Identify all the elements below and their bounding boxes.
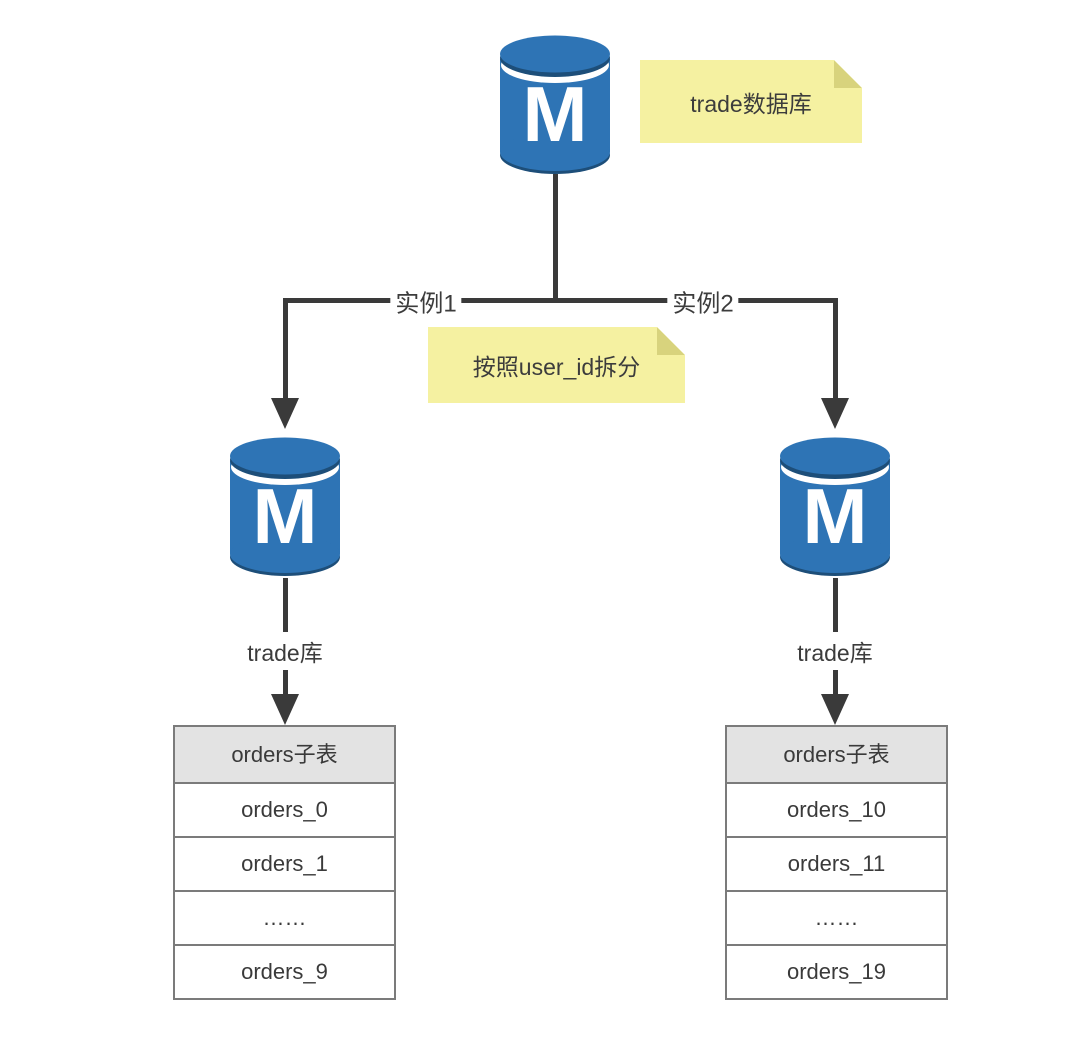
table-row: orders_1: [175, 838, 394, 892]
mysql-database-icon-root: M: [497, 28, 613, 176]
right-db-connector-line-upper: [833, 578, 838, 632]
instance-2-label: 实例2: [667, 283, 739, 319]
arrow-down-icon: [821, 694, 849, 725]
arrow-down-icon: [271, 694, 299, 725]
note-root-db: trade数据库: [640, 60, 862, 143]
right-db-name-label: trade库: [791, 632, 879, 670]
table-header: orders子表: [175, 727, 394, 784]
db-cylinder-icon: M: [500, 35, 610, 174]
table-row: orders_11: [727, 838, 946, 892]
table-row: orders_19: [727, 946, 946, 998]
table-row: ……: [727, 892, 946, 946]
db-cylinder-icon: M: [780, 437, 890, 576]
shard-table-instance1: orders子表 orders_0 orders_1 …… orders_9: [173, 725, 396, 1000]
note-fold-corner-icon: [657, 327, 685, 355]
left-db-connector-line-upper: [283, 578, 288, 632]
note-root-db-text: trade数据库: [690, 90, 812, 117]
table-header: orders子表: [727, 727, 946, 784]
left-db-name-label: trade库: [241, 632, 329, 670]
table-row: orders_0: [175, 784, 394, 838]
note-fold-corner-icon: [834, 60, 862, 88]
mysql-database-icon-instance2: M: [777, 430, 893, 578]
db-letter-m: M: [523, 70, 588, 158]
table-row: orders_9: [175, 946, 394, 998]
branch-horizontal-line: [283, 298, 838, 303]
db-letter-m: M: [253, 472, 318, 560]
note-split-rule: 按照user_id拆分: [428, 327, 685, 403]
left-db-connector-line-lower: [283, 668, 288, 694]
branch-right-vertical-line: [833, 298, 838, 398]
db-letter-m: M: [803, 472, 868, 560]
branch-left-vertical-line: [283, 298, 288, 398]
instance-1-label: 实例1: [390, 283, 462, 319]
note-split-rule-text: 按照user_id拆分: [472, 354, 641, 380]
table-row: orders_10: [727, 784, 946, 838]
arrow-down-icon: [271, 398, 299, 429]
arrow-down-icon: [821, 398, 849, 429]
db-cylinder-icon: M: [230, 437, 340, 576]
mysql-database-icon-instance1: M: [227, 430, 343, 578]
table-row: ……: [175, 892, 394, 946]
root-stem-line: [553, 174, 558, 300]
right-db-connector-line-lower: [833, 668, 838, 694]
shard-table-instance2: orders子表 orders_10 orders_11 …… orders_1…: [725, 725, 948, 1000]
